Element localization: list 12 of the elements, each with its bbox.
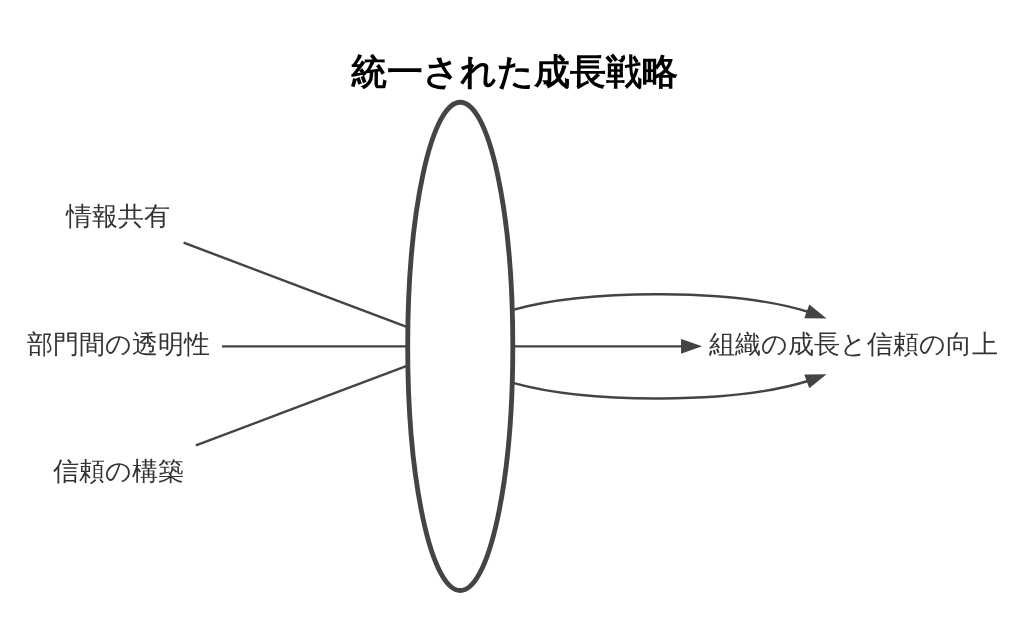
node-text: 組織の成長と信頼の向上 (709, 328, 999, 359)
arrow (512, 373, 827, 400)
connector (222, 344, 408, 348)
node-text: 部門間の透明性 (26, 328, 210, 359)
node-ellipse (405, 99, 516, 593)
node-text: 信頼の構築 (52, 455, 184, 486)
diagram-title: 統一された成長戦略 (351, 50, 679, 92)
connector (183, 241, 408, 328)
connector (195, 364, 408, 447)
arrow (512, 338, 703, 354)
arrow (512, 292, 827, 319)
node-text: 情報共有 (66, 200, 171, 231)
